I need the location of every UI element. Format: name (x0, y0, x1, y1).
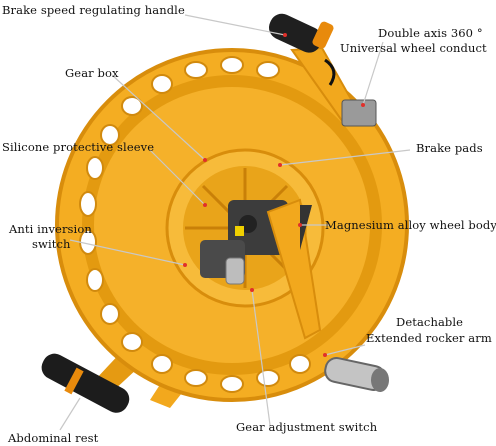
label-double-axis-line2: Universal wheel conduct (340, 41, 487, 55)
leader-lines (59, 14, 411, 431)
rim-holes (79, 56, 311, 393)
leader-dots (183, 33, 365, 357)
label-gear-adjustment: Gear adjustment switch (236, 420, 378, 434)
label-gear-box: Gear box (65, 66, 119, 80)
label-anti-inversion-line2: switch (32, 237, 71, 251)
abdominal-rest-grip (41, 353, 130, 413)
label-detachable-line2: Extended rocker arm (366, 331, 492, 345)
label-brake-pads: Brake pads (416, 141, 483, 155)
rocker-arm (266, 198, 322, 340)
brake-handle-grip (268, 13, 322, 53)
label-brake-speed-handle: Brake speed regulating handle (2, 3, 185, 17)
label-abdominal-rest: Abdominal rest (8, 431, 99, 445)
label-double-axis-line1: Double axis 360 ° (378, 26, 483, 40)
label-silicone-sleeve: Silicone protective sleeve (2, 140, 155, 154)
label-magnesium-body: Magnesium alloy wheel body (325, 218, 496, 232)
label-detachable-line1: Detachable (396, 315, 464, 329)
label-anti-inversion-line1: Anti inversion (9, 222, 92, 236)
